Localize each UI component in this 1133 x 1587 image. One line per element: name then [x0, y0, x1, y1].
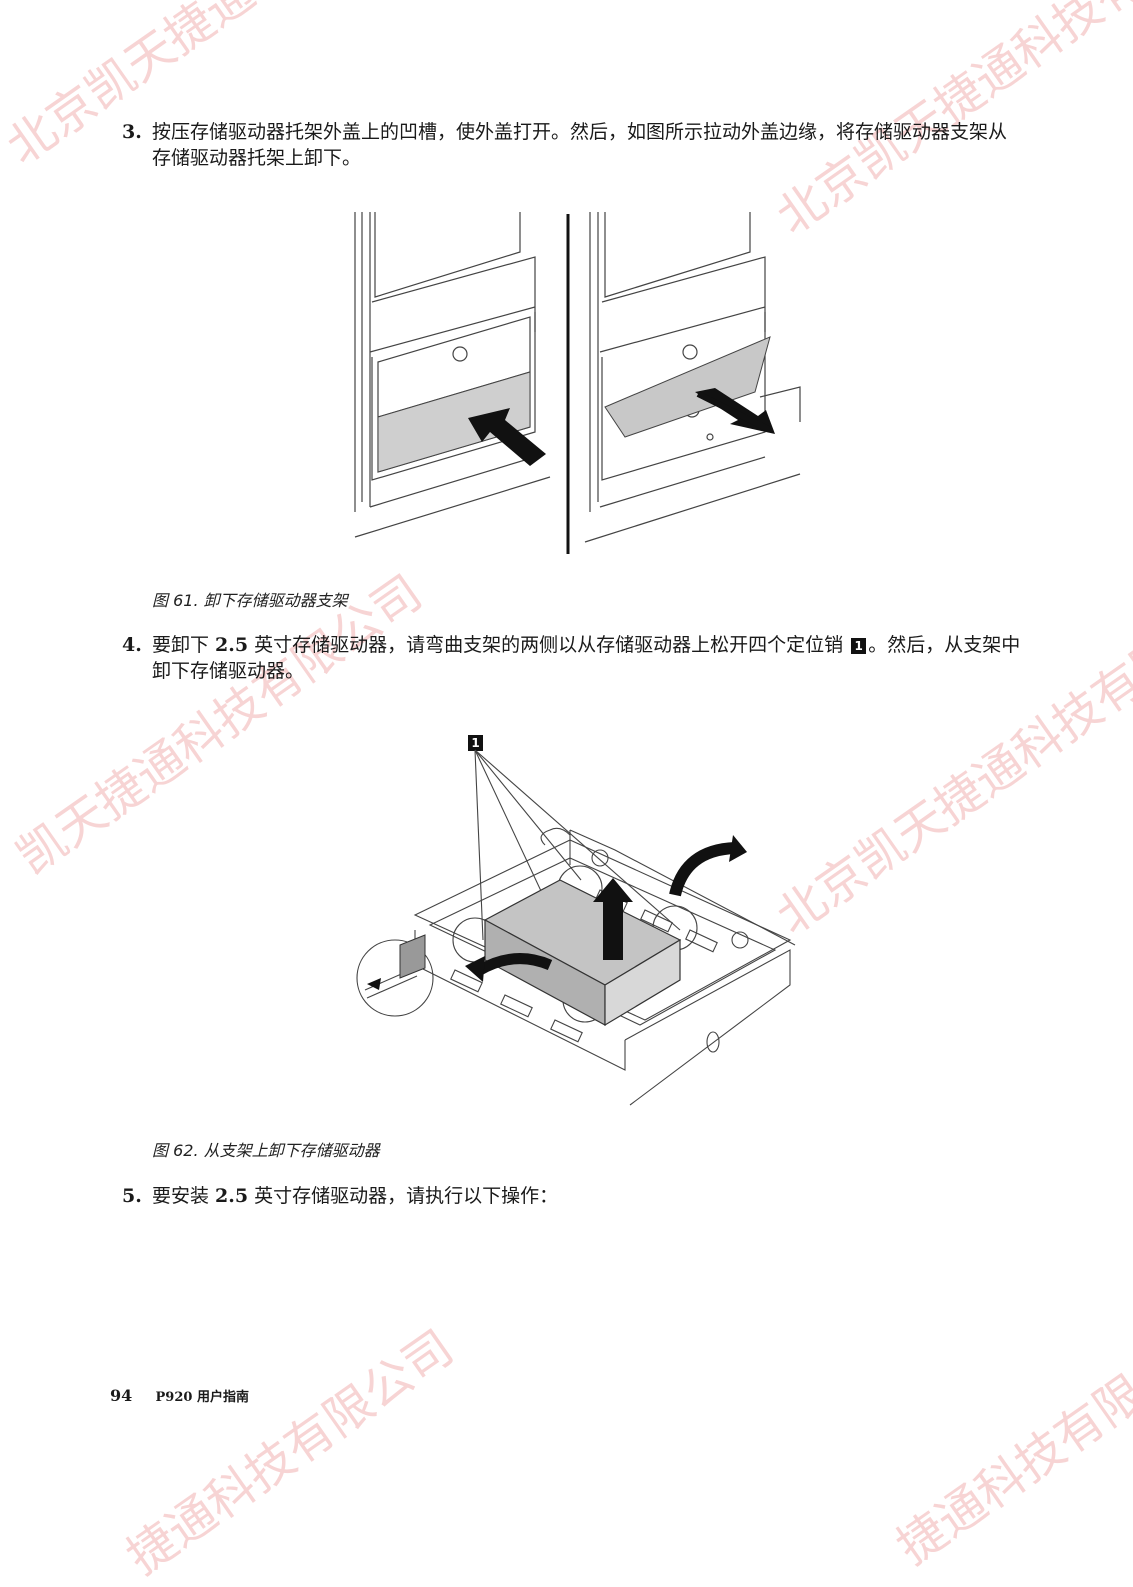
step-5: 5. 要安装 2.5 英寸存储驱动器，请执行以下操作：: [122, 1183, 1022, 1209]
document-title: P920 用户指南: [155, 1390, 249, 1405]
step-text: 要卸下 2.5 英寸存储驱动器，请弯曲支架的两侧以从存储驱动器上松开四个定位销 …: [152, 632, 1022, 684]
step-3: 3. 按压存储驱动器托架外盖上的凹槽，使外盖打开。然后，如图所示拉动外盖边缘，将…: [122, 119, 1022, 171]
step-number: 4.: [122, 634, 142, 656]
page-number: 94: [110, 1386, 133, 1405]
figure-62-illustration: [356, 749, 796, 1106]
callout-badge: 1: [468, 735, 483, 751]
step-number: 3.: [122, 121, 142, 143]
step-text-part: 英寸存储驱动器，请执行以下操作：: [248, 1185, 559, 1207]
figure-62-caption: 图 62. 从支架上卸下存储驱动器: [152, 1141, 380, 1160]
step-text-size: 2.5: [215, 634, 249, 656]
figure-62-callout: 1: [466, 733, 485, 752]
step-text-part: 要卸下: [152, 634, 216, 656]
watermark-bottom-left: 捷通科技有限公司: [116, 1319, 464, 1586]
step-text-part: 。然后，从支架中卸下存储驱动器。: [152, 634, 1021, 682]
step-text: 要安装 2.5 英寸存储驱动器，请执行以下操作：: [152, 1183, 1022, 1209]
step-text: 按压存储驱动器托架外盖上的凹槽，使外盖打开。然后，如图所示拉动外盖边缘，将存储驱…: [152, 121, 1008, 169]
figure-61-illustration: [354, 212, 801, 554]
step-4: 4. 要卸下 2.5 英寸存储驱动器，请弯曲支架的两侧以从存储驱动器上松开四个定…: [122, 632, 1022, 684]
callout-badge: 1: [851, 638, 867, 654]
step-text-part: 要安装: [152, 1185, 216, 1207]
watermark-bottom-right: 捷通科技有限: [886, 1364, 1133, 1576]
figure-61-caption: 图 61. 卸下存储驱动器支架: [152, 591, 348, 610]
step-text-size: 2.5: [215, 1185, 249, 1207]
page-footer: 94 P920 用户指南: [110, 1386, 249, 1405]
step-number: 5.: [122, 1185, 142, 1207]
step-text-part: 英寸存储驱动器，请弯曲支架的两侧以从存储驱动器上松开四个定位销: [248, 634, 850, 656]
